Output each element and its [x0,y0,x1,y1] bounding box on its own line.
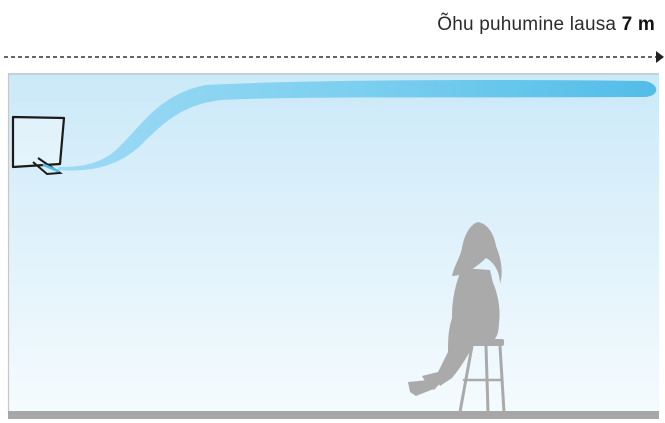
room-background [8,73,659,413]
arrow-right-icon [656,51,664,63]
distance-arrow [4,51,664,63]
floor [8,411,659,419]
